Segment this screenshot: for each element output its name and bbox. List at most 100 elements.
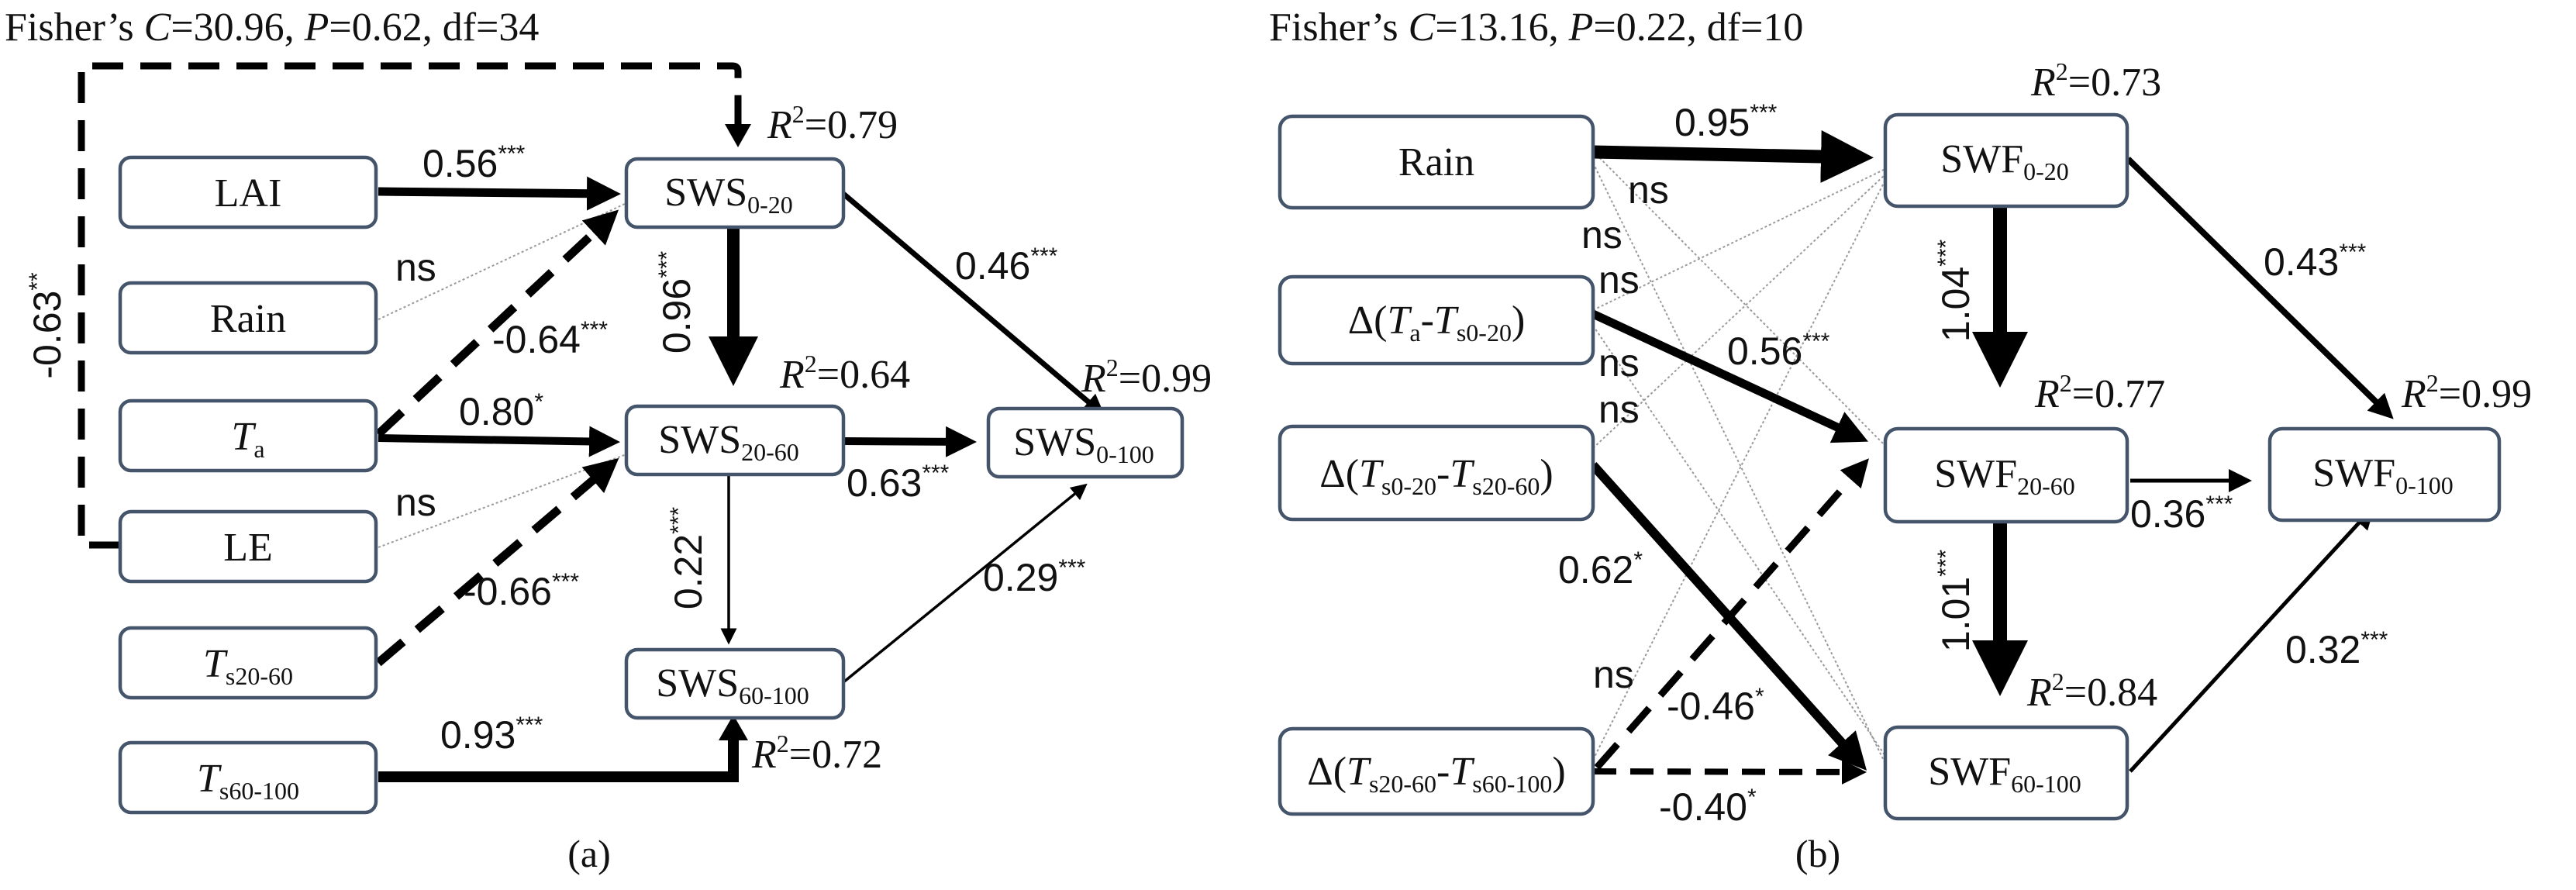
edge-ta-sws2060: [378, 426, 620, 457]
edge-d3-swf2060: [1594, 458, 1869, 770]
coef-swf2060-swf60100: 1.01***: [1933, 550, 1978, 653]
edge-d1-swf60100: [1592, 325, 1886, 757]
panel-a-fisher-title: Fisher’s C=30.96, P=0.62, df=34: [5, 5, 539, 50]
panel-b-subtitle: (b): [1795, 832, 1840, 875]
edge-ts60100-sws60100: [378, 736, 739, 782]
node-sws60100-label: SWS60-100: [656, 661, 809, 709]
node-d3-label: Δ(Ts20-60-Ts60-100): [1307, 750, 1565, 798]
coef-d1-swf60100: ns: [1598, 341, 1640, 385]
coef-rain-swf60100: ns: [1581, 213, 1623, 257]
node-swf60100-label: SWF60-100: [1928, 750, 2081, 798]
edge-d2-swf60100: [1589, 461, 1867, 771]
coef-sws020-sws2060: 0.96***: [654, 251, 698, 354]
r2-sws2060: R2=0.64: [779, 350, 910, 397]
panel-a: Fisher’s C=30.96, P=0.62, df=34: [5, 5, 1212, 875]
panel-a-nodes: LAI Rain Ta LE Ts20-60 Ts60-100: [118, 155, 1185, 815]
panel-b-edges: [1589, 129, 2394, 785]
node-swf2060: SWF20-60: [1883, 426, 2129, 524]
node-sws60100: SWS60-100: [624, 647, 846, 720]
coef-rain-swf2060: ns: [1628, 168, 1669, 212]
coef-rain-sws020: ns: [395, 246, 436, 289]
node-swf020: SWF0-20: [1883, 112, 2129, 209]
coef-lai-sws020: 0.56***: [422, 141, 526, 185]
node-ts60100: Ts60-100: [118, 740, 378, 815]
arrowhead-ts60100-sws60100: [719, 715, 748, 740]
edge-d1-swf020: [1592, 168, 1886, 311]
edge-d3-swf60100: [1592, 759, 1867, 785]
coef-sws2060-sws0100: 0.63***: [847, 461, 950, 505]
coef-d1-swf020: ns: [1598, 258, 1640, 302]
node-ts2060-label: Ts20-60: [203, 642, 293, 690]
coef-ts60100-sws60100: 0.93***: [440, 712, 543, 757]
node-ta-label: Ta: [231, 415, 264, 463]
coef-swf60100-swf0100: 0.32***: [2285, 627, 2388, 671]
coef-le-sws2060: ns: [395, 481, 436, 524]
edge-rain-swf60100: [1592, 162, 1886, 764]
node-d1-label: Δ(Ta-Ts0-20): [1348, 298, 1526, 347]
node-d2-label: Δ(Ts0-20-Ts20-60): [1319, 452, 1553, 500]
coef-sws020-sws0100: 0.46***: [955, 243, 1058, 288]
coef-d3-swf60100: -0.40*: [1659, 785, 1757, 829]
edge-rain-swf020: [1592, 129, 1874, 183]
node-rain: Rain: [118, 281, 378, 355]
coef-swf2060-swf0100: 0.36***: [2130, 492, 2233, 536]
coef-ta-sws2060: 0.80*: [459, 389, 543, 433]
node-ta: Ta: [118, 398, 378, 473]
panel-b: Fisher’s C=13.16, P=0.22, df=10: [1269, 5, 2532, 875]
node-ts2060: Ts20-60: [118, 626, 378, 700]
r2-sws020: R2=0.79: [767, 100, 898, 147]
panel-a-edges: [78, 62, 1105, 782]
coef-sws2060-sws60100: 0.22***: [666, 507, 710, 610]
r2-swf020: R2=0.73: [2030, 57, 2161, 105]
edge-rain-swf2060: [1592, 150, 1886, 447]
panel-a-r2: R2=0.79 R2=0.64 R2=0.72 R2=0.99: [751, 100, 1212, 777]
r2-swf0100: R2=0.99: [2401, 369, 2532, 416]
coef-swf020-swf2060: 1.04***: [1933, 240, 1978, 343]
node-d2: Δ(Ts0-20-Ts20-60): [1278, 424, 1595, 522]
arrowhead-le-sws020: [725, 124, 751, 147]
r2-sws60100: R2=0.72: [751, 730, 882, 777]
edge-sws60100-sws0100: [842, 483, 1088, 684]
panel-a-subtitle: (a): [567, 832, 611, 875]
node-swf020-label: SWF0-20: [1940, 137, 2069, 185]
node-swf60100: SWF60-100: [1883, 725, 2129, 821]
coef-ts2060-sws2060: -0.66***: [464, 569, 579, 613]
r2-swf2060: R2=0.77: [2034, 369, 2165, 416]
node-rain-label: Rain: [210, 297, 286, 341]
coef-rain-swf020: 0.95***: [1674, 100, 1778, 144]
panel-a-coefs: -0.63** 0.56*** ns -0.64*** 0.96*** 0.46…: [25, 141, 1086, 757]
panel-b-nodes: Rain Δ(Ta-Ts0-20) Δ(Ts0-20-Ts20-60) Δ(Ts…: [1278, 112, 2502, 821]
r2-swf60100: R2=0.84: [2026, 668, 2157, 715]
edge-sws020-sws0100: [841, 191, 1105, 416]
node-le: LE: [118, 509, 378, 584]
node-sws020: SWS0-20: [624, 157, 846, 229]
node-sws2060: SWS20-60: [624, 404, 846, 477]
coef-d1-swf2060: 0.56***: [1727, 329, 1830, 373]
coef-d2-swf60100: 0.62*: [1558, 547, 1643, 592]
panel-b-r2: R2=0.73 R2=0.77 R2=0.84 R2=0.99: [2026, 57, 2532, 715]
edge-ta-sws020: [375, 209, 619, 438]
node-swf0100: SWF0-100: [2267, 426, 2502, 523]
node-rain-b: Rain: [1278, 114, 1595, 210]
edge-d3-swf020: [1592, 179, 1886, 761]
node-sws020-label: SWS0-20: [664, 171, 793, 219]
edge-sws2060-sws0100: [843, 426, 977, 457]
node-ts60100-label: Ts60-100: [197, 757, 299, 805]
coef-ta-sws020: -0.64***: [492, 317, 608, 361]
r2-sws0100: R2=0.99: [1081, 354, 1212, 401]
node-rain-b-label: Rain: [1398, 140, 1474, 185]
node-sws0100: SWS0-100: [986, 406, 1185, 479]
coef-d3-swf2060: -0.46*: [1667, 684, 1764, 728]
edge-swf60100-swf0100: [2129, 505, 2375, 773]
edge-lai-sws020: [378, 176, 621, 211]
edge-d1-swf2060: [1591, 310, 1868, 443]
coef-swf020-swf0100: 0.43***: [2264, 240, 2367, 284]
node-d3: Δ(Ts20-60-Ts60-100): [1278, 726, 1595, 816]
edge-d2-swf020: [1592, 174, 1886, 449]
edge-swf020-swf0100: [2126, 157, 2394, 419]
coef-sws60100-sws0100: 0.29***: [983, 555, 1086, 599]
panel-b-coefs: 0.95*** ns ns ns 0.56*** ns ns 0.62* ns …: [1558, 100, 2388, 829]
edge-le-sws020: [78, 62, 742, 549]
node-sws0100-label: SWS0-100: [1013, 420, 1154, 468]
